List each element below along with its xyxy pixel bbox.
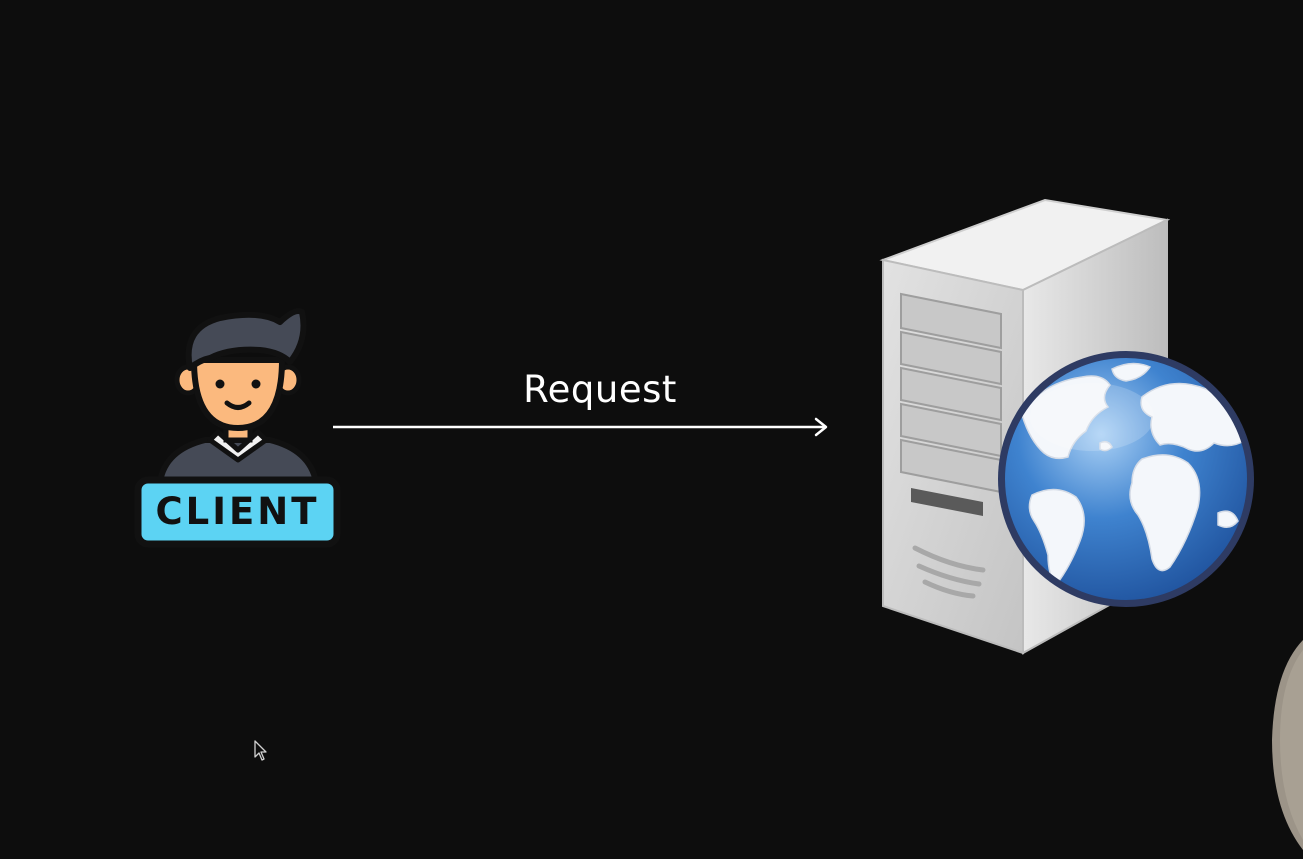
globe-icon [998, 351, 1254, 607]
cursor-arrow-icon [254, 740, 267, 761]
client-node: CLIENT [130, 300, 345, 555]
webcam-overlay-edge [1272, 640, 1303, 850]
mouse-cursor [253, 740, 269, 762]
globe [992, 345, 1260, 613]
corner-decoration [1270, 640, 1303, 855]
client-person-icon [134, 308, 341, 548]
request-arrow [330, 415, 830, 440]
request-label: Request [523, 368, 677, 411]
right-arrow-icon [333, 417, 828, 437]
